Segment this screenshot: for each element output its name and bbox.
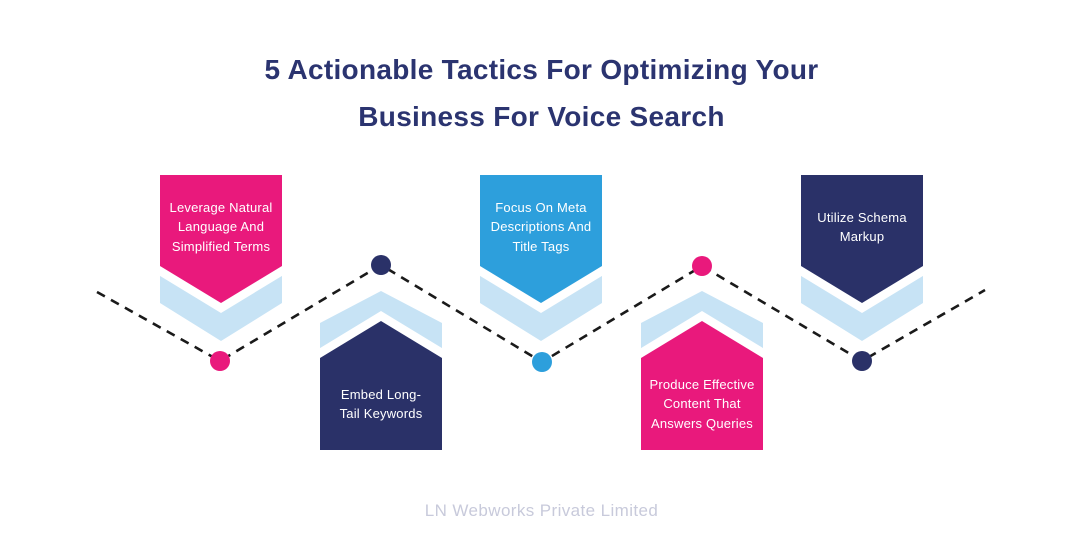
title-line-1: 5 Actionable Tactics For Optimizing Your	[264, 54, 819, 85]
banner-5-chevron-icon	[801, 266, 923, 341]
banner-5-label-line: Markup	[839, 229, 885, 244]
banner-4-chevron-icon	[641, 291, 763, 358]
banner-2-shape	[311, 291, 451, 459]
banner-2-chevron-icon	[320, 291, 442, 358]
banner-1-label-line: Simplified Terms	[171, 238, 271, 254]
footer-brand: LN Webworks Private Limited	[424, 501, 659, 520]
timeline-dot-5	[852, 351, 872, 371]
banner-4-label-line: Content That	[663, 396, 741, 412]
banner-5-label: Utilize Schema Markup	[801, 175, 923, 267]
banner-5-label-line: Utilize Schema	[817, 209, 907, 225]
banner-4-label-line: Produce Effective	[649, 376, 755, 392]
banner-4-shape	[632, 291, 772, 459]
banner-1-label-line: Language And	[177, 219, 265, 235]
banner-3-chevron-icon	[480, 266, 602, 341]
banner-3-label-line: Descriptions And	[490, 219, 592, 235]
banner-1-body	[160, 175, 282, 303]
banner-4-body	[641, 321, 763, 450]
banner-5-body	[801, 175, 923, 303]
timeline-dot-4	[692, 256, 712, 276]
banner-2-label-line: Embed Long-	[340, 386, 422, 402]
banner-3-label: Focus On Meta Descriptions And Title Tag…	[480, 175, 602, 267]
banner-3-label-line: Title Tags	[512, 238, 570, 254]
page-title: 5 Actionable Tactics For Optimizing Your…	[0, 46, 1083, 140]
banner-3-body	[480, 175, 602, 303]
banner-1-label: Leverage Natural Language And Simplified…	[160, 175, 282, 267]
banner-1-label-line: Leverage Natural	[169, 199, 273, 215]
banner-3-label-line: Focus On Meta	[495, 199, 587, 215]
banner-1-shape	[151, 166, 291, 341]
banner-3-shape	[471, 166, 611, 341]
banner-5-shape	[792, 166, 932, 341]
banner-2-body	[320, 321, 442, 450]
banner-1-chevron-icon	[160, 266, 282, 341]
timeline-dot-1	[210, 351, 230, 371]
banner-2-label-line: Tail Keywords	[339, 406, 423, 421]
banner-4-label: Produce Effective Content That Answers Q…	[641, 358, 763, 450]
banner-2-label: Embed Long- Tail Keywords	[320, 358, 442, 450]
timeline-dot-3	[532, 352, 552, 372]
timeline-dot-2	[371, 255, 391, 275]
title-line-2: Business For Voice Search	[358, 101, 725, 132]
banner-4-label-line: Answers Queries	[651, 415, 753, 431]
